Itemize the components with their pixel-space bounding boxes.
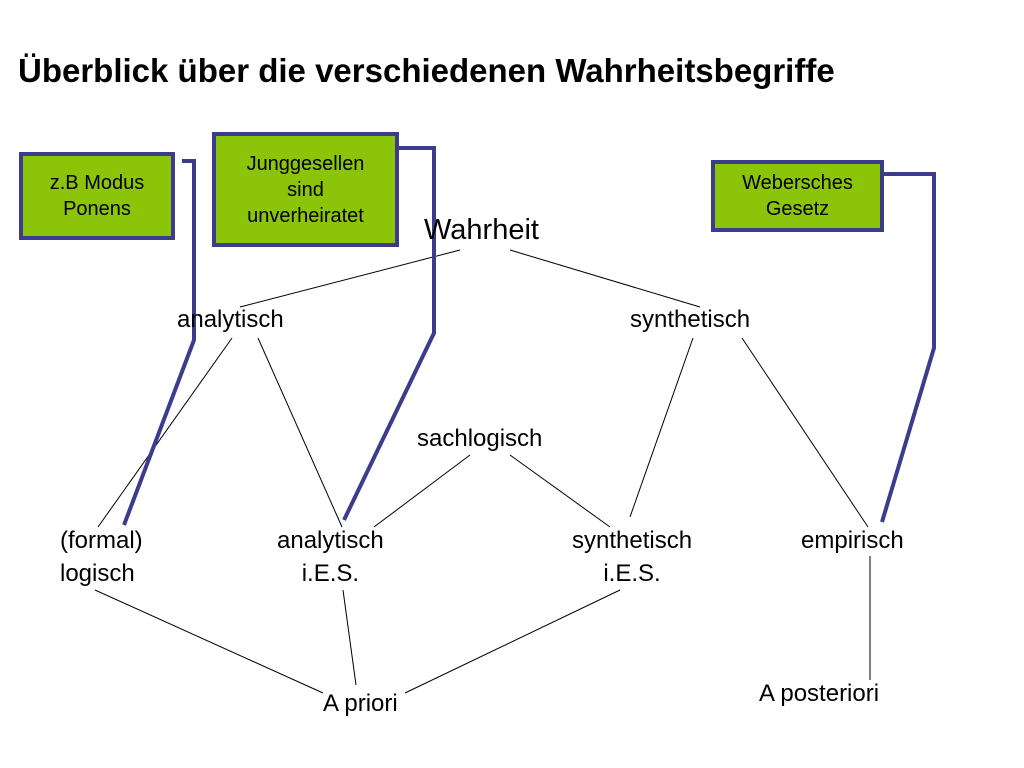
edge-wahrheit-synthetisch [509, 249, 701, 308]
connector-junggesellen [342, 146, 436, 521]
node-analytisch-ies-line-1: analytisch [277, 527, 384, 554]
edge-synthetischies-apriori [404, 589, 621, 694]
edge-analytisch-analytischies [257, 337, 343, 528]
edge-sachlogisch-analytischies [373, 454, 471, 528]
edge-synthetisch-synthetischies [629, 337, 694, 518]
node-synthetisch-ies-line-1: synthetisch [572, 527, 693, 554]
node-a-posteriori: A posteriori [759, 680, 880, 707]
callout-junggesellen: Junggesellen sind unverheiratet [212, 132, 399, 247]
node-analytisch: analytisch [177, 306, 284, 333]
edge-analytischies-apriori [342, 589, 357, 686]
callout-junggesellen-line-3: unverheiratet [247, 204, 364, 227]
callout-junggesellen-line-2: sind [287, 178, 324, 201]
edge-analytisch-formal [97, 337, 233, 528]
node-analytisch-ies: analytisch i.E.S. [277, 524, 384, 590]
node-sachlogisch: sachlogisch [417, 425, 543, 452]
node-formal-logisch: (formal) logisch [60, 524, 143, 590]
node-synthetisch-ies: synthetisch i.E.S. [572, 524, 692, 590]
node-empirisch: empirisch [801, 527, 904, 554]
node-wahrheit: Wahrheit [424, 214, 539, 246]
callout-modus-ponens-line-1: z.B Modus [49, 172, 145, 194]
node-synthetisch: synthetisch [630, 306, 751, 333]
page-title: Überblick über die verschiedenen Wahrhei… [18, 52, 835, 89]
node-a-priori: A priori [323, 690, 398, 717]
callout-webersches-line-2: Gesetz [765, 198, 830, 220]
node-analytisch-ies-line-2: i.E.S. [301, 560, 360, 587]
edge-wahrheit-analytisch [239, 249, 461, 308]
edge-formal-apriori [94, 589, 324, 694]
callout-connectors [122, 146, 936, 526]
edge-synthetisch-empirisch [741, 337, 869, 528]
callout-webersches-line-1: Webersches [742, 172, 853, 194]
callout-webersches: Webersches Gesetz [711, 160, 884, 232]
edge-sachlogisch-synthetischies [509, 454, 611, 528]
callout-modus-ponens-line-2: Ponens [63, 198, 131, 220]
connector-modus-ponens [122, 159, 196, 526]
callout-modus-ponens: z.B Modus Ponens [19, 152, 175, 240]
node-synthetisch-ies-line-2: i.E.S. [603, 560, 661, 587]
callout-junggesellen-line-1: Junggesellen [246, 152, 365, 175]
hierarchy-edges [94, 249, 871, 694]
node-formal-logisch-line-1: (formal) [60, 527, 143, 554]
connector-webersches [880, 172, 936, 523]
node-formal-logisch-line-2: logisch [60, 560, 135, 587]
